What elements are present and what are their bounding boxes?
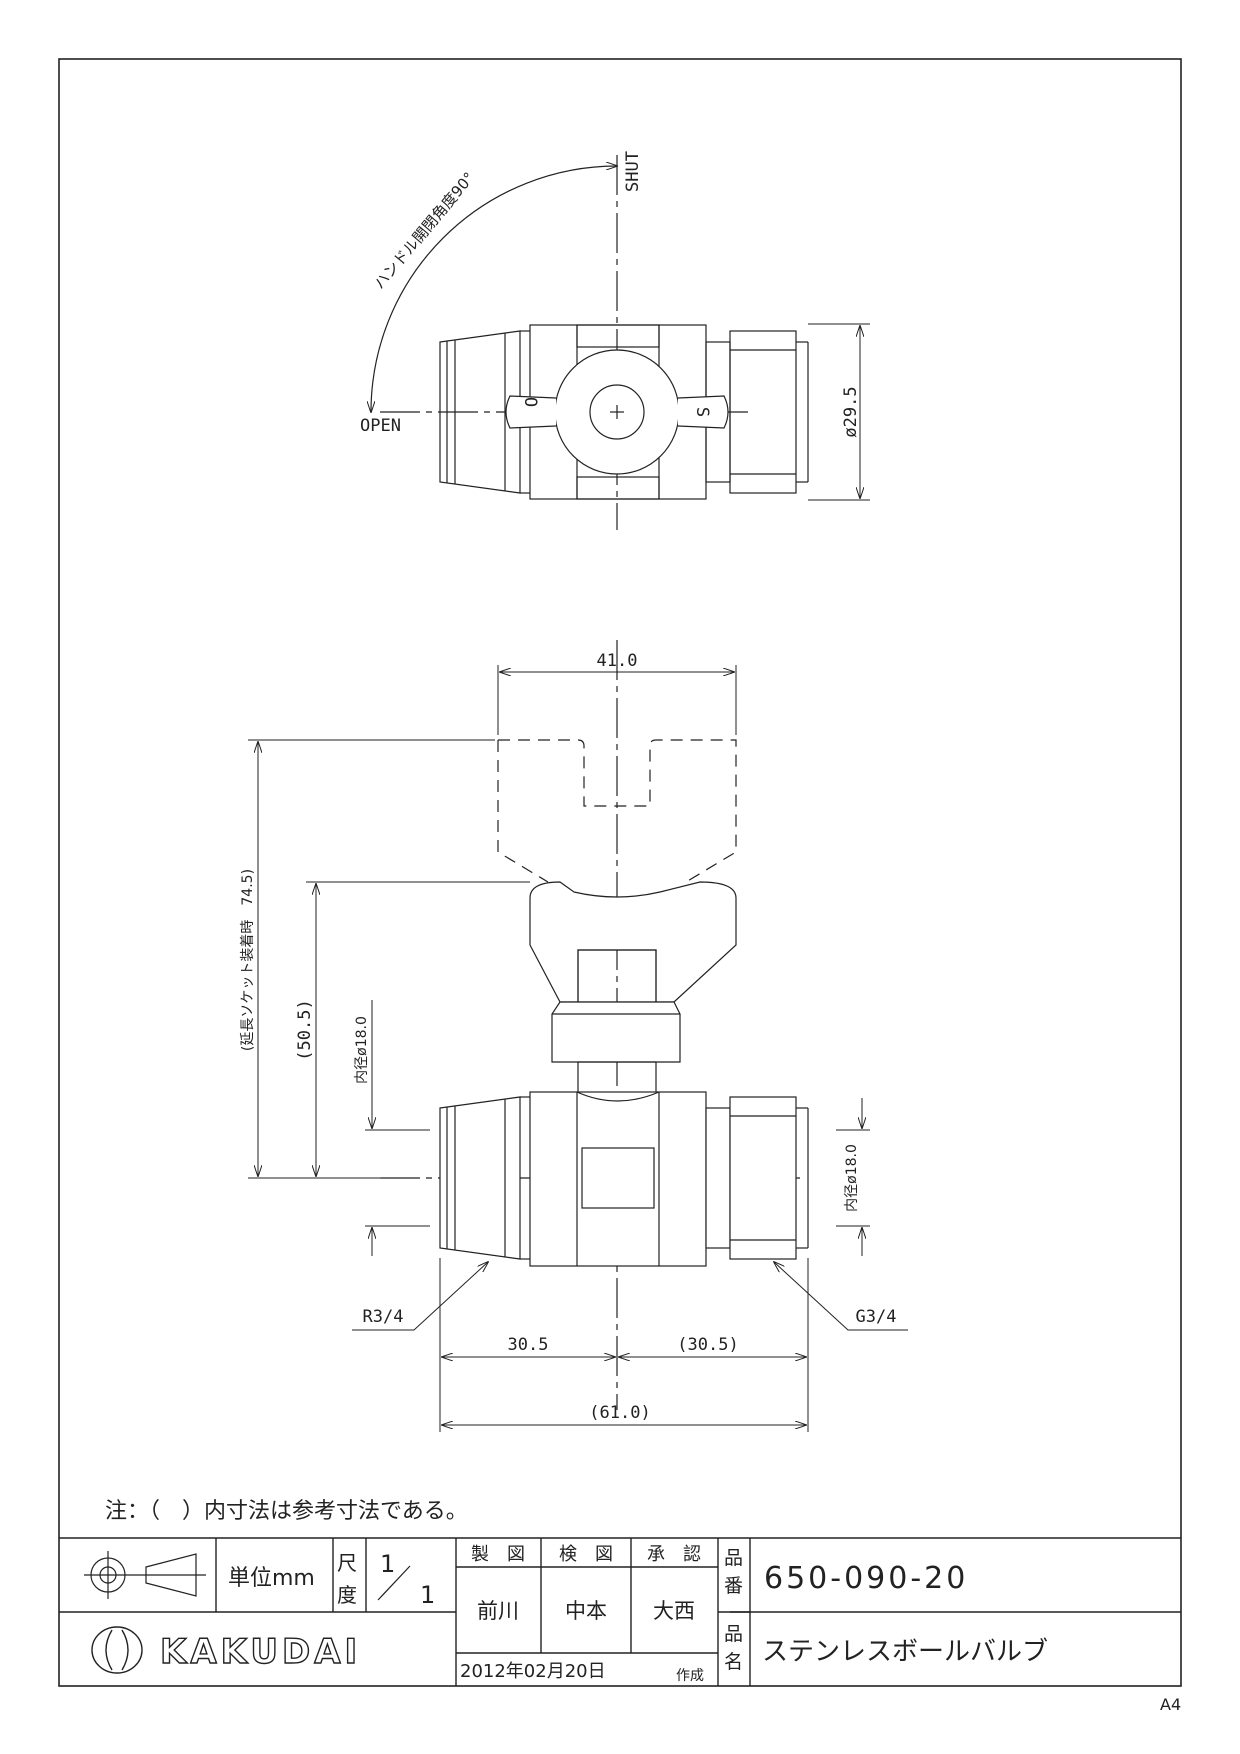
handle-angle-note: ハンドル開閉角度90° [370, 169, 478, 293]
drawing-frame [58, 58, 1182, 1687]
title-block [59, 1537, 1181, 1686]
side-view [380, 640, 809, 1410]
handle-mark-open: O [520, 397, 540, 407]
handle-height-label: (50.5) [295, 999, 315, 1060]
projection-symbol-icon [84, 1551, 206, 1599]
scale-numerator: 1 [380, 1550, 395, 1578]
reference-note: 注：（ ）内寸法は参考寸法である。 [105, 1499, 468, 1524]
half-length-right-label: (30.5) [677, 1335, 738, 1355]
handle-angle-arc [371, 166, 617, 412]
scale-label-bottom: 度 [337, 1583, 357, 1607]
total-length-label: (61.0) [589, 1403, 650, 1423]
part-number-label-top: 品 [724, 1547, 743, 1569]
approved-by-header: 承 認 [647, 1544, 701, 1565]
drafter-name: 前川 [477, 1599, 519, 1623]
part-number: 650-090-20 [764, 1561, 968, 1596]
unit-label: 単位mm [228, 1566, 315, 1591]
scale-denominator: 1 [420, 1581, 435, 1609]
inner-diameter-left-label: 内径ø18.0 [354, 1016, 370, 1084]
half-length-left-label: 30.5 [508, 1335, 549, 1355]
shut-label: SHUT [623, 151, 643, 192]
open-label: OPEN [360, 416, 401, 436]
thread-left-label: R3/4 [363, 1307, 404, 1327]
checker-name: 中本 [565, 1599, 607, 1623]
thread-right-label: G3/4 [856, 1307, 897, 1327]
checked-by-header: 検 図 [559, 1544, 613, 1565]
diameter-dimension [808, 323, 870, 501]
drafted-by-header: 製 図 [471, 1544, 525, 1565]
part-number-label-bottom: 番 [724, 1575, 743, 1597]
kakudai-logo-icon [91, 1626, 143, 1674]
paper-size: A4 [1160, 1695, 1181, 1714]
extended-height-label: (延長ソケット装着時 74.5) [240, 869, 256, 1051]
handle-width-label: 41.0 [597, 651, 638, 671]
side-dimensions [248, 665, 908, 1432]
product-name-label-bottom: 名 [724, 1651, 743, 1673]
scale-label-top: 尺 [337, 1551, 357, 1575]
approver-name: 大西 [653, 1599, 695, 1623]
diameter-label: ø29.5 [841, 386, 861, 437]
scale-slash [377, 1565, 411, 1601]
product-name-label-top: 品 [724, 1623, 743, 1645]
created-label: 作成 [676, 1668, 704, 1684]
product-name: ステンレスボールバルブ [762, 1637, 1048, 1667]
handle-mark-shut: S [692, 407, 712, 417]
inner-diameter-right-label: 内径ø18.0 [844, 1144, 860, 1212]
company-name: KAKUDAI [160, 1632, 361, 1672]
creation-date: 2012年02月20日 [460, 1661, 606, 1682]
